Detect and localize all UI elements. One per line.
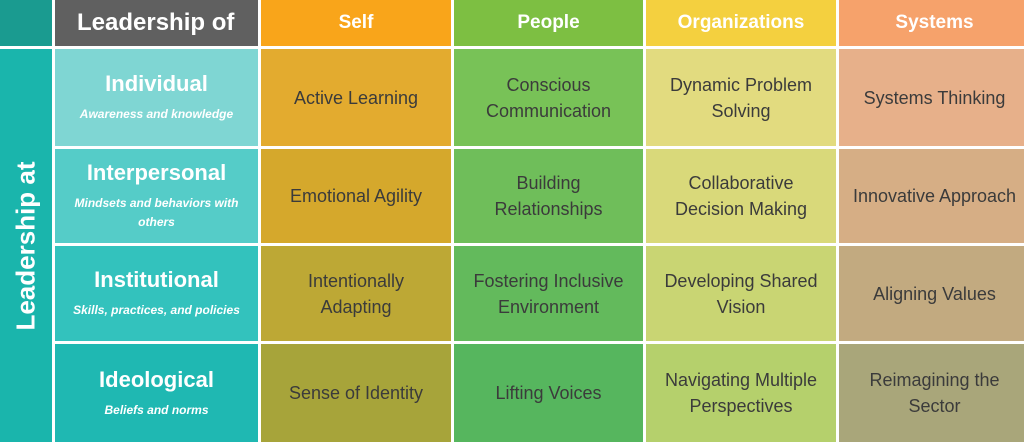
side-label: Leadership at bbox=[10, 160, 41, 331]
row-title: Institutional bbox=[94, 267, 219, 292]
row-header-institutional: Institutional Skills, practices, and pol… bbox=[55, 246, 258, 341]
row-subtitle: Skills, practices, and policies bbox=[73, 303, 240, 317]
column-header-systems: Systems bbox=[839, 0, 1024, 46]
cell-individual-organizations: Dynamic Problem Solving bbox=[646, 49, 836, 146]
cell-ideological-organizations: Navigating Multiple Perspectives bbox=[646, 344, 836, 442]
cell-ideological-systems: Reimagining the Sector bbox=[839, 344, 1024, 442]
cell-institutional-self: Intentionally Adapting bbox=[261, 246, 451, 341]
cell-interpersonal-self: Emotional Agility bbox=[261, 149, 451, 243]
column-header-people: People bbox=[454, 0, 643, 46]
cell-ideological-self: Sense of Identity bbox=[261, 344, 451, 442]
cell-institutional-organizations: Developing Shared Vision bbox=[646, 246, 836, 341]
column-header-organizations: Organizations bbox=[646, 0, 836, 46]
matrix-title: Leadership of bbox=[55, 0, 258, 46]
cell-individual-systems: Systems Thinking bbox=[839, 49, 1024, 146]
row-subtitle: Mindsets and behaviors with others bbox=[74, 196, 239, 229]
row-subtitle: Beliefs and norms bbox=[104, 402, 209, 417]
row-header-interpersonal: Interpersonal Mindsets and behaviors wit… bbox=[55, 149, 258, 243]
cell-interpersonal-people: Building Relationships bbox=[454, 149, 643, 243]
side-label-bar: Leadership at bbox=[0, 49, 52, 442]
cell-interpersonal-systems: Innovative Approach bbox=[839, 149, 1024, 243]
cell-individual-self: Active Learning bbox=[261, 49, 451, 146]
cell-interpersonal-organizations: Collaborative Decision Making bbox=[646, 149, 836, 243]
row-title: Ideological bbox=[99, 366, 214, 392]
cell-institutional-people: Fostering Inclusive Environment bbox=[454, 246, 643, 341]
corner-block bbox=[0, 0, 52, 46]
cell-ideological-people: Lifting Voices bbox=[454, 344, 643, 442]
cell-individual-people: Conscious Communication bbox=[454, 49, 643, 146]
row-subtitle: Awareness and knowledge bbox=[79, 107, 234, 121]
column-header-self: Self bbox=[261, 0, 451, 46]
row-header-ideological: Ideological Beliefs and norms bbox=[55, 344, 258, 442]
row-header-individual: Individual Awareness and knowledge bbox=[55, 49, 258, 146]
row-title: Interpersonal bbox=[86, 160, 227, 185]
row-title: Individual bbox=[105, 71, 208, 96]
cell-institutional-systems: Aligning Values bbox=[839, 246, 1024, 341]
